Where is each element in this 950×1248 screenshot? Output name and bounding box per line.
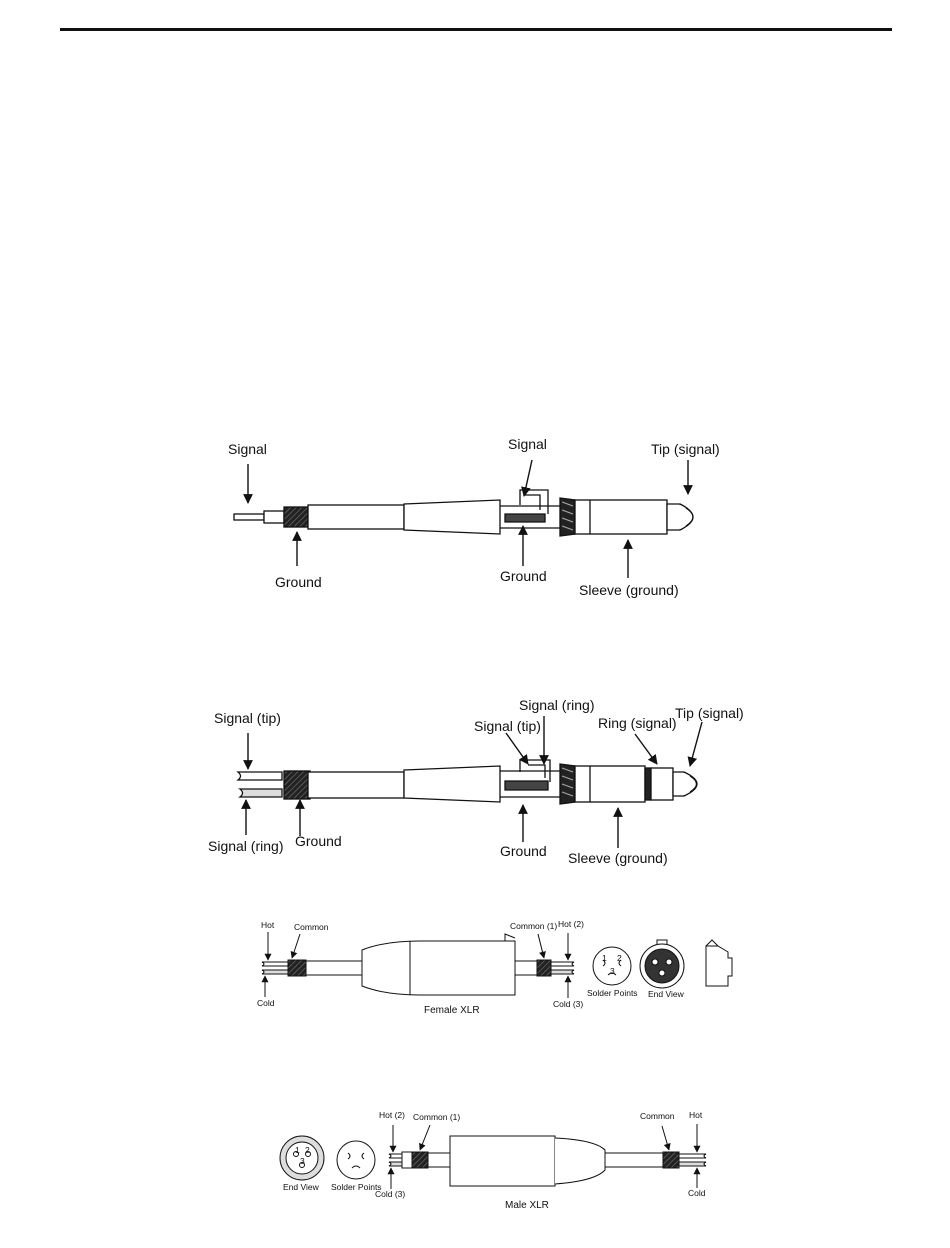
mono-ground-mid-label: Ground [500, 568, 547, 584]
mono-signal-wire [233, 513, 265, 521]
male-xlr-cold-3-label: Cold (3) [375, 1189, 406, 1199]
male-xlr-hot-label: Hot [689, 1110, 703, 1120]
female-xlr-solder-points-label: Solder Points [587, 988, 638, 998]
stereo-arrows [241, 716, 703, 848]
mono-solder-tab [500, 505, 560, 529]
mono-arrows [243, 459, 693, 578]
stereo-ring [650, 767, 674, 801]
male-xlr-braid-right [662, 1151, 680, 1169]
female-xlr-diagram [261, 933, 733, 996]
stereo-thread [559, 763, 576, 805]
female-xlr-pin-3: 3 [610, 966, 615, 976]
female-xlr-cable-left [305, 960, 363, 976]
male-xlr-diagram [279, 1135, 707, 1187]
stereo-tip-signal-label: Tip (signal) [675, 705, 744, 721]
female-xlr-end-view-label: End View [648, 989, 684, 999]
stereo-ring-wire [238, 788, 283, 798]
stereo-plug-diagram [236, 759, 698, 805]
male-xlr-braid-left [411, 1151, 429, 1169]
female-xlr-braid-right [536, 959, 552, 977]
male-xlr-common-label: Common [640, 1111, 675, 1121]
female-xlr-braid-left [287, 959, 307, 977]
male-xlr-pin-2: 2 [305, 1145, 310, 1155]
stereo-signal-tip-mid-label: Signal (tip) [474, 718, 541, 734]
male-xlr-end-view-label: End View [283, 1182, 319, 1192]
female-xlr-hot-label: Hot [261, 920, 275, 930]
female-xlr-body [361, 940, 516, 996]
mono-tip-label: Tip (signal) [651, 441, 720, 457]
female-xlr-caption: Female XLR [424, 1005, 480, 1016]
female-xlr-pin-1: 1 [602, 953, 607, 963]
male-xlr-solder-points-icon [336, 1140, 376, 1180]
female-xlr-arrows [261, 932, 572, 998]
female-xlr-common-label: Common [294, 922, 329, 932]
stereo-tip-wire [236, 771, 283, 781]
mono-sleeve-label: Sleeve (ground) [579, 582, 679, 598]
male-xlr-solder-points-label: Solder Points [331, 1182, 382, 1192]
female-xlr-side-view-icon [705, 945, 733, 987]
mono-signal-left-label: Signal [228, 441, 267, 457]
male-xlr-common-1-label: Common (1) [413, 1112, 461, 1122]
male-xlr-body [449, 1135, 556, 1187]
mono-sleeve [574, 499, 668, 535]
male-xlr-end-view-icon [279, 1135, 325, 1181]
male-xlr-cold-label: Cold [688, 1188, 706, 1198]
male-xlr-arrows [387, 1124, 701, 1189]
mono-braid [283, 506, 309, 528]
stereo-barrel [403, 765, 501, 803]
stereo-ring-signal-label: Ring (signal) [598, 715, 677, 731]
mono-barrel [403, 499, 501, 535]
top-rule [60, 28, 892, 31]
stereo-signal-tip-left-label: Signal (tip) [214, 710, 281, 726]
stereo-ground-left-label: Ground [295, 833, 342, 849]
mono-thread [559, 497, 576, 537]
mono-plug-diagram [233, 489, 694, 537]
male-xlr-cable-right [604, 1152, 664, 1168]
stereo-signal-ring-mid-label: Signal (ring) [519, 697, 595, 713]
female-xlr-cold-label: Cold [257, 998, 275, 1008]
male-xlr-caption: Male XLR [505, 1200, 549, 1211]
female-xlr-hot-2-label: Hot (2) [558, 919, 584, 929]
female-xlr-cable-right [514, 960, 538, 976]
male-xlr-pin-3: 3 [300, 1156, 305, 1166]
male-xlr-pin-1: 1 [295, 1145, 300, 1155]
stereo-ground-mid-label: Ground [500, 843, 547, 859]
mono-signal-mid-label: Signal [508, 436, 547, 452]
stereo-braid [283, 770, 311, 800]
mono-inner-insulation [263, 510, 285, 524]
female-xlr-solder-points-icon [592, 946, 632, 986]
stereo-sleeve [574, 765, 646, 803]
female-xlr-end-view-icon [639, 939, 685, 989]
stereo-signal-ring-left-label: Signal (ring) [208, 838, 284, 854]
female-xlr-common-1-label: Common (1) [510, 921, 558, 931]
stereo-sleeve-label: Sleeve (ground) [568, 850, 668, 866]
stereo-cable-jacket [307, 771, 405, 799]
female-xlr-cold-3-label: Cold (3) [553, 999, 584, 1009]
female-xlr-pin-2: 2 [617, 953, 622, 963]
mono-cable-jacket [307, 504, 405, 530]
stereo-ring-insulator [644, 767, 652, 801]
male-xlr-hot-2-label: Hot (2) [379, 1110, 405, 1120]
mono-ground-left-label: Ground [275, 574, 322, 590]
